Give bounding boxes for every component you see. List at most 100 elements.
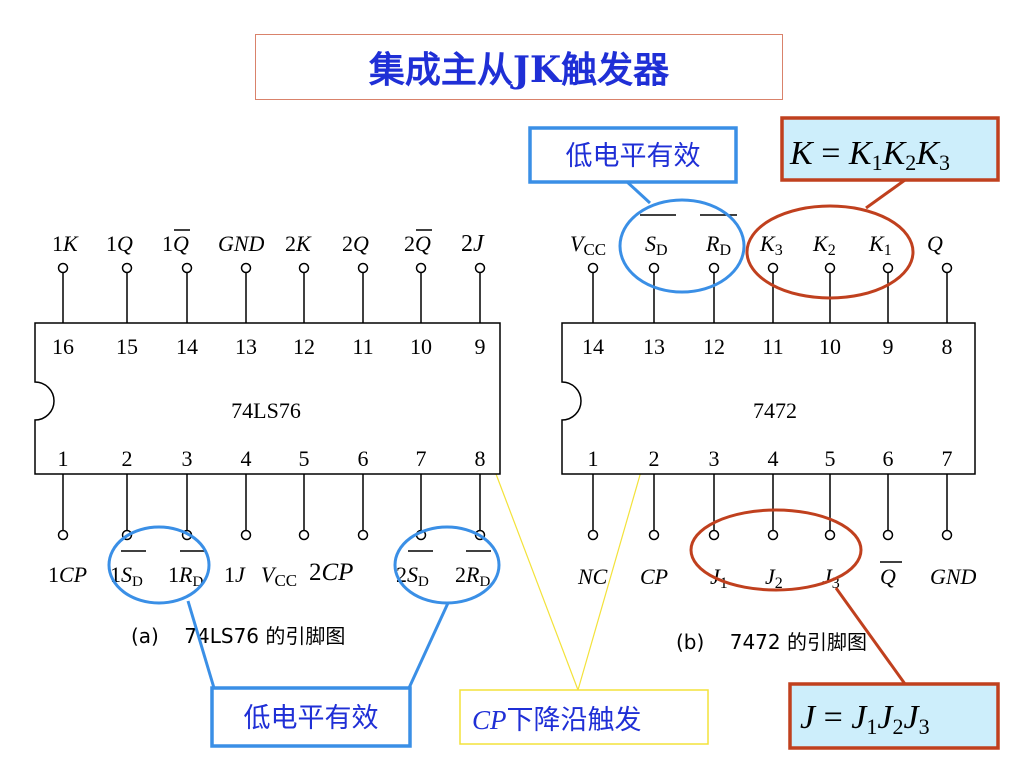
- pin-number: 3: [709, 446, 720, 471]
- pin-number: 2: [649, 446, 660, 471]
- pin-terminal: [767, 262, 779, 274]
- pin-label-sd-b: SD: [645, 231, 668, 259]
- note-low-active-top: 低电平有效: [566, 141, 701, 172]
- formula-connector: [834, 587, 907, 685]
- chip-7472-top-labels: VCC SD RD K3 K2 K1 Q: [570, 214, 943, 259]
- pin-number: 7: [416, 446, 427, 471]
- pin-label-1cp: 1CP: [48, 562, 87, 587]
- pin-label-2q-bar: 2Q: [404, 231, 431, 256]
- pin-number: 1: [588, 446, 599, 471]
- pin-number: 16: [52, 334, 74, 359]
- note-connector: [623, 178, 652, 205]
- pin-number: 10: [819, 334, 841, 359]
- pin-number: 7: [942, 446, 953, 471]
- pin-terminal: [298, 529, 310, 541]
- j-inputs-highlight: [689, 508, 863, 592]
- cp-note-text: CP下降沿触发: [472, 705, 642, 736]
- page-title: 集成主从JK触发器: [368, 49, 670, 91]
- pin-label-1sd: 1SD: [110, 562, 143, 590]
- pin-label-1q-bar: 1Q: [162, 231, 189, 256]
- pin-terminal: [240, 262, 252, 274]
- chip-74ls76-body: [34, 322, 501, 475]
- sd-rd-highlight-a1: [107, 525, 211, 605]
- chip-7472-caption: (b) 7472 的引脚图: [676, 630, 867, 654]
- pin-number: 4: [241, 446, 252, 471]
- pin-label-q-bar-b: Q: [880, 564, 896, 589]
- pin-terminal: [240, 529, 252, 541]
- pin-number: 12: [293, 334, 315, 359]
- pin-terminal: [824, 262, 836, 274]
- pin-label-1rd: 1RD: [168, 562, 203, 590]
- pin-label-k3: K3: [759, 231, 783, 259]
- pin-number: 10: [410, 334, 432, 359]
- pin-label-nc: NC: [577, 564, 608, 589]
- pin-terminal: [298, 262, 310, 274]
- pin-terminal: [121, 262, 133, 274]
- pin-terminal: [708, 529, 720, 541]
- cp-note-falling: 下降沿触发: [507, 705, 642, 736]
- pin-terminal: [648, 262, 660, 274]
- pin-number: 11: [762, 334, 783, 359]
- pin-label-2rd: 2RD: [455, 562, 490, 590]
- pin-label-1q: 1Q: [106, 231, 133, 256]
- pin-terminal: [57, 262, 69, 274]
- pin-label-cp-b: CP: [640, 564, 668, 589]
- note-low-active-bottom: 低电平有效: [244, 703, 379, 734]
- note-box-top: [528, 126, 738, 184]
- pin-label-1k: 1K: [52, 231, 79, 256]
- cp-note-cp: CP: [472, 705, 507, 735]
- pin-terminal: [357, 529, 369, 541]
- chip-74ls76-caption: (a) 74LS76 的引脚图: [131, 624, 345, 648]
- pin-number: 13: [643, 334, 665, 359]
- pin-terminal: [882, 529, 894, 541]
- pin-number: 5: [299, 446, 310, 471]
- pin-number: 11: [352, 334, 373, 359]
- pin-label-vcc-a: VCC: [261, 562, 297, 590]
- pin-label-2cp: 2CP: [309, 559, 353, 586]
- pin-label-2j: 2J: [461, 231, 485, 257]
- pin-terminal: [587, 529, 599, 541]
- pin-number: 4: [768, 446, 779, 471]
- pin-number: 1: [58, 446, 69, 471]
- sd-rd-highlight-b: [618, 198, 746, 294]
- pin-label-j2: J2: [765, 564, 783, 592]
- pin-label-gnd: GND: [218, 231, 265, 256]
- formula-j: J = J1J2J3: [800, 699, 930, 739]
- pin-number: 15: [116, 334, 138, 359]
- pin-number: 13: [235, 334, 257, 359]
- pin-label-k1: K1: [868, 231, 892, 259]
- formula-k: K = K1K2K3: [789, 135, 950, 175]
- pin-terminal: [357, 262, 369, 274]
- chip-74ls76-pins: [57, 262, 486, 541]
- cp-note-box: [459, 689, 709, 745]
- pin-label-vcc-b: VCC: [570, 231, 606, 259]
- pin-label-q-b: Q: [927, 231, 943, 256]
- formula-j-box: J = J1J2J3: [788, 682, 1000, 750]
- pin-label-gnd-b: GND: [930, 564, 977, 589]
- pin-number: 8: [475, 446, 486, 471]
- pin-number: 6: [883, 446, 894, 471]
- chip-7472-body: [561, 322, 976, 475]
- pin-number: 2: [122, 446, 133, 471]
- pin-terminal: [57, 529, 69, 541]
- k-inputs-highlight: [745, 204, 915, 300]
- pin-number: 8: [942, 334, 953, 359]
- pin-terminal: [941, 529, 953, 541]
- pin-number: 3: [182, 446, 193, 471]
- chip-7472-name: 7472: [753, 398, 797, 423]
- pin-terminal: [941, 262, 953, 274]
- formula-connector: [865, 178, 906, 210]
- pin-terminal: [882, 262, 894, 274]
- pin-terminal: [708, 262, 720, 274]
- pin-number: 12: [703, 334, 725, 359]
- note-box-bottom: [210, 686, 412, 748]
- formula-k-box: K = K1K2K3: [780, 116, 1000, 182]
- chip-74ls76-name: 74LS76: [231, 398, 301, 423]
- pin-terminal: [824, 529, 836, 541]
